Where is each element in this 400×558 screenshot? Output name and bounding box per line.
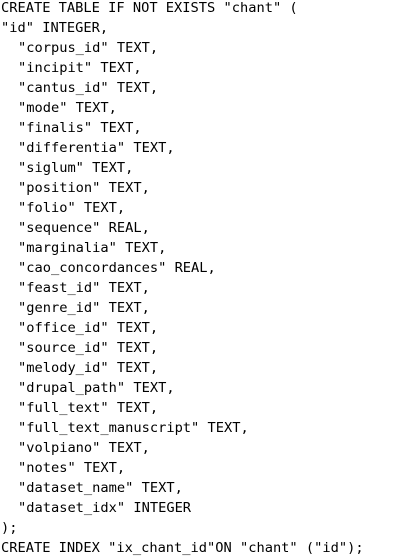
column-def-melody-id: "melody_id" TEXT, — [18, 360, 159, 376]
column-def-sequence: "sequence" REAL, — [18, 220, 150, 236]
column-def-office-id: "office_id" TEXT, — [18, 320, 159, 336]
column-def-full-text-manuscript: "full_text_manuscript" TEXT, — [18, 420, 249, 436]
column-def-finalis: "finalis" TEXT, — [18, 120, 142, 136]
column-def-position: "position" TEXT, — [18, 180, 150, 196]
column-def-folio: "folio" TEXT, — [18, 200, 126, 216]
column-def-dataset-name: "dataset_name" TEXT, — [18, 480, 183, 496]
column-def-cantus-id: "cantus_id" TEXT, — [18, 80, 159, 96]
column-def-notes: "notes" TEXT, — [18, 460, 126, 476]
column-def-mode: "mode" TEXT, — [18, 100, 117, 116]
column-def-drupal-path: "drupal_path" TEXT, — [18, 380, 175, 396]
column-def-volpiano: "volpiano" TEXT, — [18, 440, 150, 456]
column-def-id: "id" INTEGER, — [1, 20, 109, 36]
column-def-siglum: "siglum" TEXT, — [18, 160, 134, 176]
column-def-corpus-id: "corpus_id" TEXT, — [18, 40, 159, 56]
column-def-feast-id: "feast_id" TEXT, — [18, 280, 150, 296]
column-def-source-id: "source_id" TEXT, — [18, 340, 159, 356]
column-def-genre-id: "genre_id" TEXT, — [18, 300, 150, 316]
column-def-incipit: "incipit" TEXT, — [18, 60, 142, 76]
create-table-statement: CREATE TABLE IF NOT EXISTS "chant" ( — [1, 0, 298, 16]
column-def-dataset-idx: "dataset_idx" INTEGER — [18, 500, 192, 516]
column-def-marginalia: "marginalia" TEXT, — [18, 240, 167, 256]
column-def-differentia: "differentia" TEXT, — [18, 140, 175, 156]
column-def-cao-concordances: "cao_concordances" REAL, — [18, 260, 216, 276]
close-paren: ); — [1, 520, 18, 536]
create-index-statement: CREATE INDEX "ix_chant_id"ON "chant" ("i… — [1, 540, 364, 556]
column-def-full-text: "full_text" TEXT, — [18, 400, 159, 416]
